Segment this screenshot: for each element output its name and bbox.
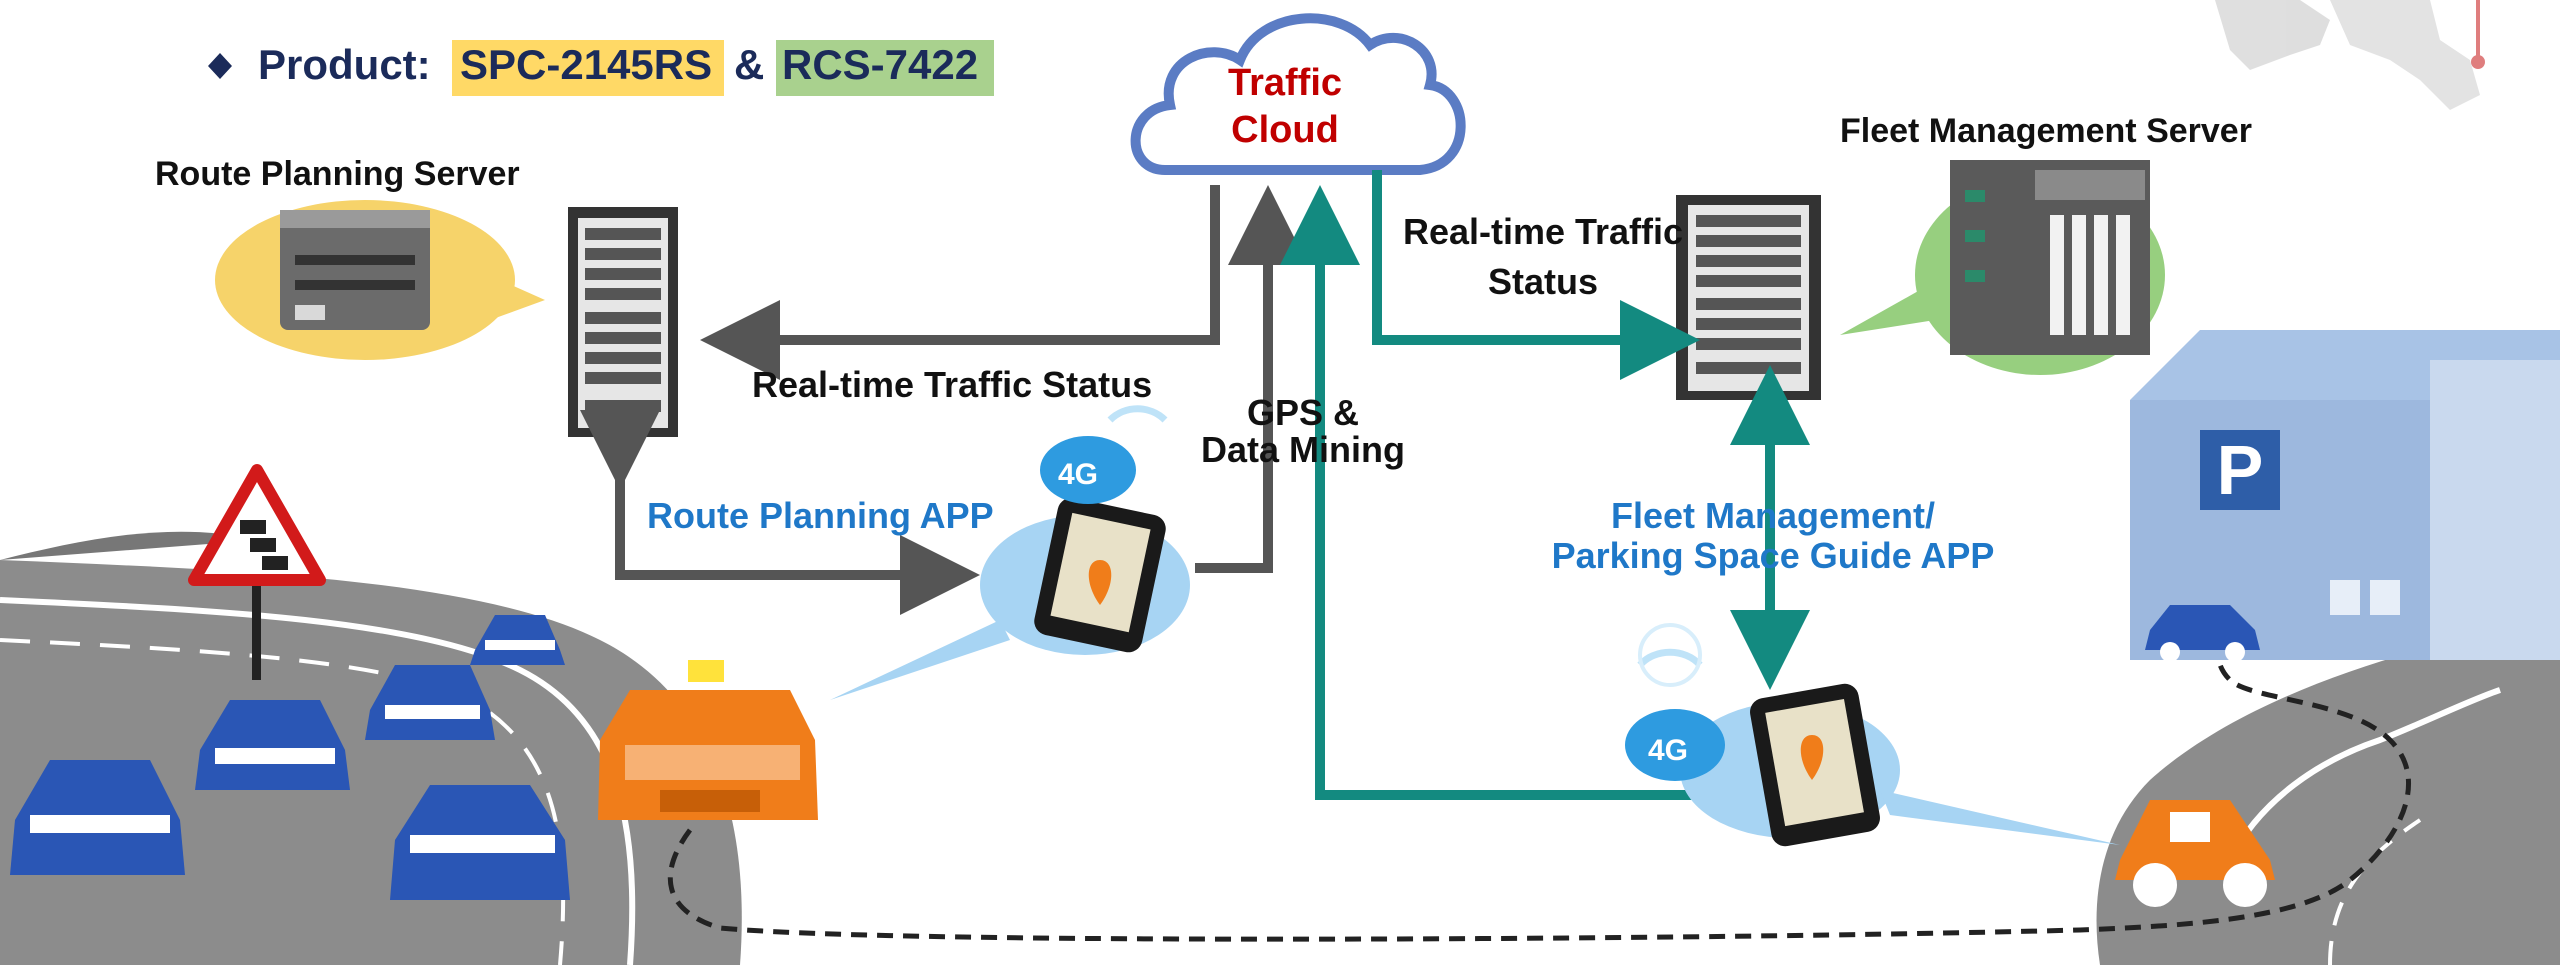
fleet-4g-label: 4G <box>1648 734 1688 767</box>
route-server-bubble <box>215 200 545 360</box>
traffic-status-label-left: Real-time Traffic Status <box>752 364 1152 405</box>
parking-building: P <box>2130 330 2560 660</box>
arrow-fleet-phone-to-cloud <box>1280 185 1745 800</box>
arrow-cloud-to-fleet-server <box>1372 170 1700 380</box>
fleet-app-label-2: Parking Space Guide APP <box>1552 535 1995 576</box>
route-4g-badge: 4G <box>1040 405 1168 504</box>
blue-car <box>470 615 565 665</box>
product-line: Product: SPC-2145RS & RCS-7422 <box>208 40 994 96</box>
blue-car <box>10 760 185 875</box>
cloud-label-line1: Traffic <box>1228 62 1342 104</box>
fleet-4g-badge: 4G <box>1625 623 1725 781</box>
route-4g-label: 4G <box>1058 458 1098 491</box>
blue-car <box>2145 605 2260 662</box>
orange-car <box>2115 800 2275 907</box>
traffic-cloud: Traffic Cloud <box>1130 13 1466 175</box>
wifi-icon <box>1107 405 1168 423</box>
traffic-status-label-right-1: Real-time Traffic <box>1403 211 1683 252</box>
orange-taxi <box>598 660 818 820</box>
product-prefix: Product: <box>258 41 431 88</box>
wifi-icon <box>1637 648 1703 668</box>
arrow-phone-to-cloud <box>1195 185 1308 573</box>
product-item2-highlight <box>776 40 994 96</box>
arrow-route-server-to-phone <box>580 410 980 615</box>
fleet-server-label: Fleet Management Server <box>1840 112 2252 150</box>
fleet-app-label-1: Fleet Management/ <box>1611 495 1935 536</box>
fleet-phone <box>1680 683 2120 847</box>
product-item1-highlight <box>452 40 724 96</box>
blue-car <box>195 700 350 790</box>
traffic-status-label-right-2: Status <box>1488 261 1598 302</box>
product-item2: RCS-7422 <box>782 41 978 88</box>
gps-label-2: Data Mining <box>1201 429 1405 470</box>
fleet-server-rack <box>1676 195 1821 400</box>
right-road <box>2096 620 2560 965</box>
traffic-warning-sign <box>188 464 326 680</box>
route-server-rack <box>568 207 678 437</box>
fleet-server-bubble <box>1840 160 2165 375</box>
product-joiner: & <box>734 41 764 88</box>
product-item1: SPC-2145RS <box>460 41 712 88</box>
diamond-bullet-icon <box>208 53 232 79</box>
blue-car <box>390 785 570 900</box>
arrow-cloud-to-route-server <box>700 185 1220 380</box>
parking-sign: P <box>2217 431 2264 509</box>
route-app-label: Route Planning APP <box>647 495 994 536</box>
route-path-dashed <box>667 590 2411 942</box>
route-server-label: Route Planning Server <box>155 155 520 193</box>
cloud-label-line2: Cloud <box>1231 109 1339 151</box>
gps-label-1: GPS & <box>1247 392 1359 433</box>
world-map-decoration <box>2215 0 2485 110</box>
route-phone <box>830 497 1190 700</box>
blue-car <box>365 665 495 740</box>
